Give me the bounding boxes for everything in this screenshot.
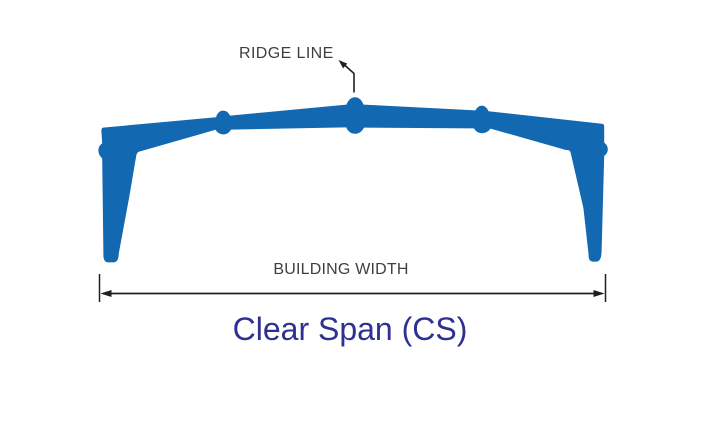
building-width-dimension xyxy=(98,274,607,302)
building-width-label: BUILDING WIDTH xyxy=(273,261,409,278)
diagram-title: Clear Span (CS) xyxy=(232,311,468,347)
ridge-leader-arrowhead xyxy=(338,60,348,69)
ridge-line-label: RIDGE LINE xyxy=(239,45,334,62)
ridge-leader xyxy=(338,60,355,93)
dimension-arrowhead-right xyxy=(593,290,605,297)
ridge-leader-line xyxy=(343,63,355,93)
rigid-frame-shape xyxy=(98,97,608,263)
dimension-arrowhead-left xyxy=(100,290,112,297)
